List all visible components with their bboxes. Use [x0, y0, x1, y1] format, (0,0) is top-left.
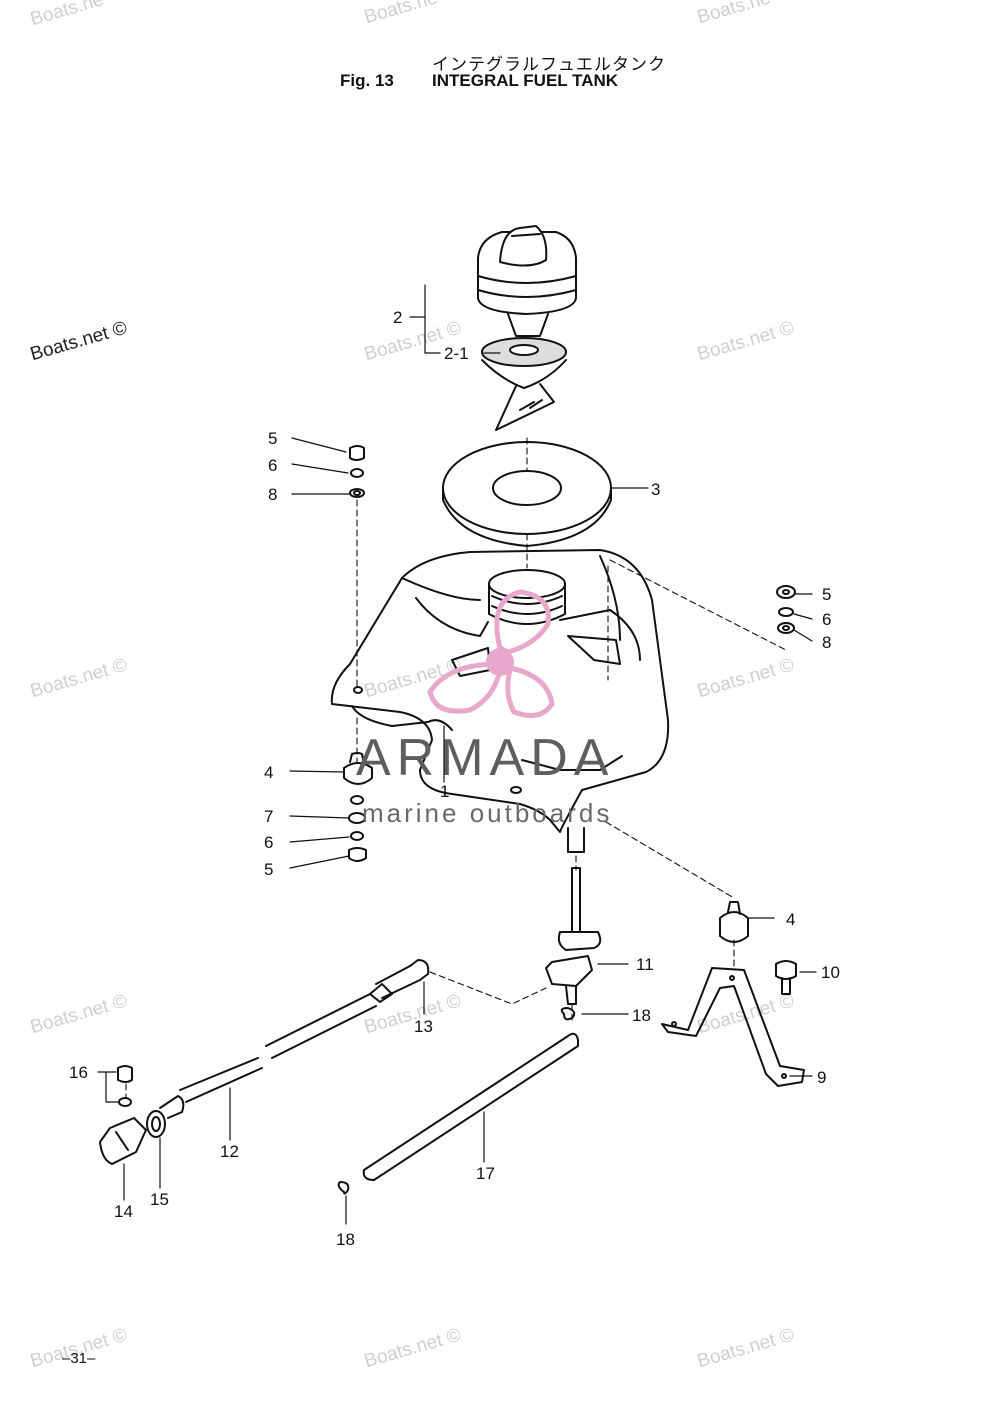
callout-18: 18: [632, 1006, 651, 1025]
drain-hose: [362, 1032, 579, 1181]
callout-10: 10: [821, 963, 840, 982]
tank-bracket: [661, 967, 805, 1087]
page-number: –31–: [62, 1350, 96, 1367]
callout-5: 5: [268, 429, 278, 448]
rubber-mount-right: [719, 901, 749, 943]
screw: [117, 1065, 133, 1107]
callout-18: 18: [336, 1230, 355, 1249]
callout-6: 6: [822, 610, 832, 629]
japanese-title: インテグラルフュエルタンク: [432, 55, 666, 75]
callout-11: 11: [636, 955, 654, 974]
callout-6: 6: [264, 833, 274, 852]
callout-4: 4: [786, 910, 796, 929]
logo-brand: ARMADA: [356, 729, 615, 787]
logo-tagline: marine outboards: [362, 798, 613, 828]
fuel-cock: [545, 867, 602, 1005]
washer-stack-right: [776, 585, 796, 634]
callout-2: 2: [393, 308, 403, 327]
callout-3: 3: [651, 480, 661, 499]
callout-15: 15: [150, 1190, 169, 1209]
bolt: [775, 960, 797, 995]
callout-8: 8: [822, 633, 832, 652]
callout-4: 4: [264, 763, 274, 782]
callout-8: 8: [268, 485, 278, 504]
fuel-cap: [477, 225, 577, 315]
fuel-line: [159, 959, 430, 1119]
callout-1: 1: [440, 782, 450, 801]
figure-title: INTEGRAL FUEL TANK: [432, 71, 619, 90]
callout-6: 6: [268, 456, 278, 475]
assembly-lines: [125, 437, 787, 1099]
callout-5: 5: [264, 860, 274, 879]
callout-9: 9: [817, 1068, 827, 1087]
nut-washer-stack-top: [349, 445, 365, 498]
cap-gasket: [481, 313, 567, 431]
callout-12: 12: [220, 1142, 239, 1161]
callout-17: 17: [476, 1164, 495, 1183]
fuel-connector: [99, 1110, 166, 1165]
fuel-tank: [330, 549, 670, 853]
leader-lines: [97, 284, 817, 1225]
callout-7: 7: [264, 807, 274, 826]
figure-number: Fig. 13: [340, 71, 394, 90]
logo-propeller: [427, 589, 555, 719]
hose-clip: [337, 1007, 576, 1195]
callout-16: 16: [69, 1063, 88, 1082]
callout-5: 5: [822, 585, 832, 604]
callout-2-1: 2-1: [444, 344, 469, 363]
callout-14: 14: [114, 1202, 133, 1221]
callout-13: 13: [414, 1017, 433, 1036]
